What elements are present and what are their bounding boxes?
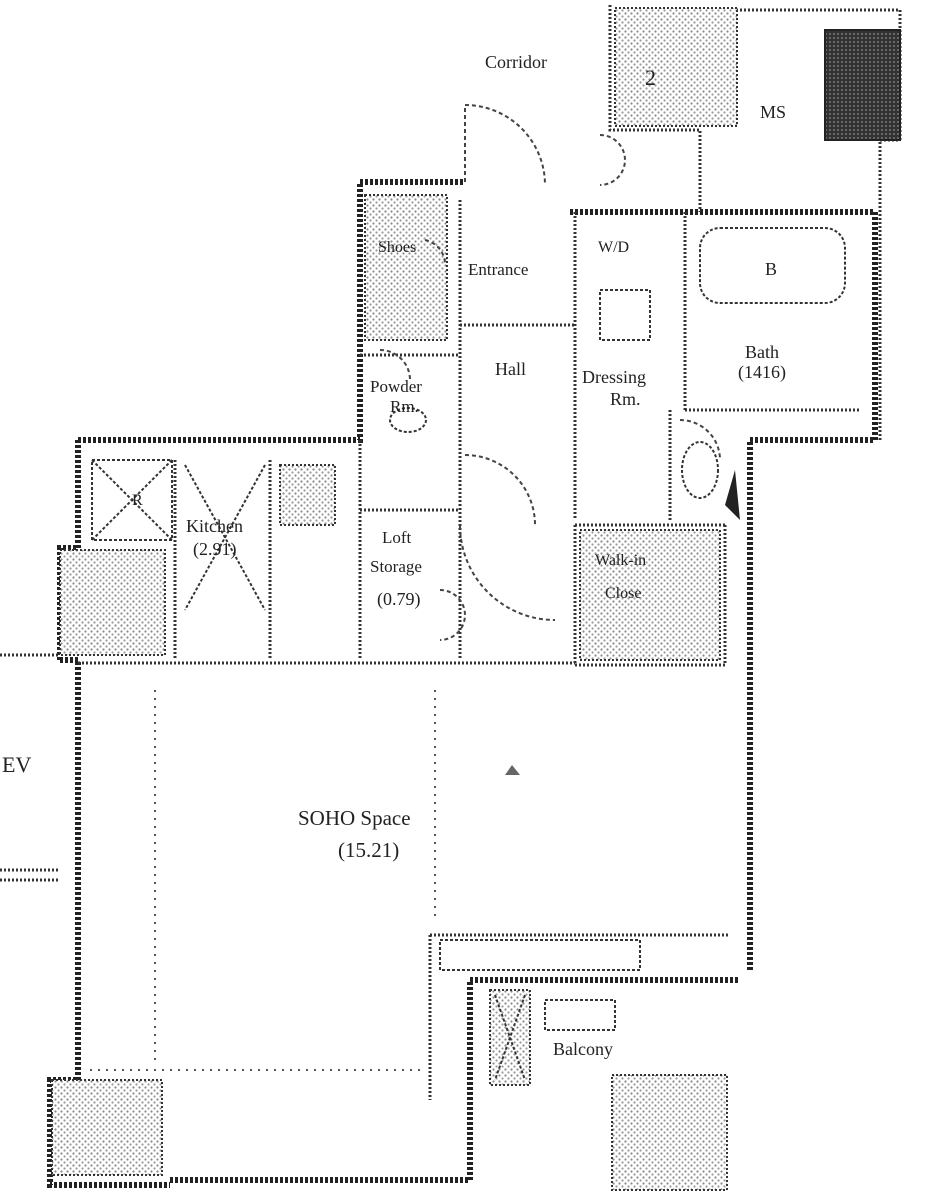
fixtures [91, 227, 846, 1081]
room-hall: Hall [495, 359, 526, 379]
storage-door-2 [439, 589, 466, 641]
room-powder: Powder [370, 377, 422, 396]
room-refrigerator: R [132, 492, 143, 509]
bathtub [699, 227, 846, 304]
room-dressing: Dressing [582, 367, 646, 387]
room-storage-size: (0.79) [377, 589, 421, 610]
kitchen-counter [91, 459, 173, 541]
ps-shaft [614, 7, 738, 127]
room-entrance: Entrance [468, 260, 528, 279]
room-soho: SOHO Space [298, 806, 411, 830]
room-balcony: Balcony [553, 1039, 613, 1059]
room-powder-rm: Rm. [390, 397, 419, 416]
bottom-left-column [51, 1079, 163, 1176]
room-soho-size: (15.21) [338, 838, 399, 862]
room-bath-b: B [765, 259, 777, 279]
fridge-hatch [279, 464, 336, 526]
ac-unit [439, 939, 641, 971]
room-loft: Loft [382, 528, 412, 547]
room-bath-size: (1416) [738, 362, 786, 383]
outer-walls [47, 5, 902, 1188]
shoes-hatch [364, 194, 448, 341]
powder-door [379, 349, 411, 381]
shoes-door [424, 239, 447, 266]
walkin-hatch [579, 529, 721, 661]
room-walkin: Walk-in [595, 552, 646, 569]
hall-door [464, 454, 536, 526]
room-bath: Bath [745, 342, 779, 362]
ms-dark-shaft [824, 29, 901, 141]
toilet [681, 441, 719, 499]
room-kitchen: Kitchen [186, 516, 243, 536]
powder-sink [389, 407, 427, 433]
bottom-right-column [611, 1074, 728, 1191]
room-ms: MS [760, 102, 786, 122]
misc-marks [0, 470, 740, 882]
room-kitchen-size: (2.91) [193, 539, 237, 560]
room-closet: Close [605, 585, 641, 602]
room-storage: Storage [370, 557, 422, 576]
wc-door [679, 419, 721, 461]
doors [379, 103, 721, 641]
washer [599, 289, 651, 341]
left-column [59, 549, 166, 656]
room-corridor: Corridor [485, 52, 547, 72]
storage-door [459, 524, 556, 621]
entrance-door [464, 103, 546, 186]
soho-guide-lines [90, 690, 436, 1071]
room-ps-number: 2 [645, 65, 656, 90]
interior-walls [78, 200, 860, 1100]
closet-door [599, 134, 626, 186]
balcony-outdoor-unit [544, 999, 616, 1031]
room-shoes: Shoes [378, 239, 416, 256]
room-dressing-rm: Rm. [610, 389, 641, 409]
shaded-areas [51, 7, 901, 1191]
room-wd: W/D [598, 239, 629, 256]
room-ev: EV [2, 752, 31, 777]
